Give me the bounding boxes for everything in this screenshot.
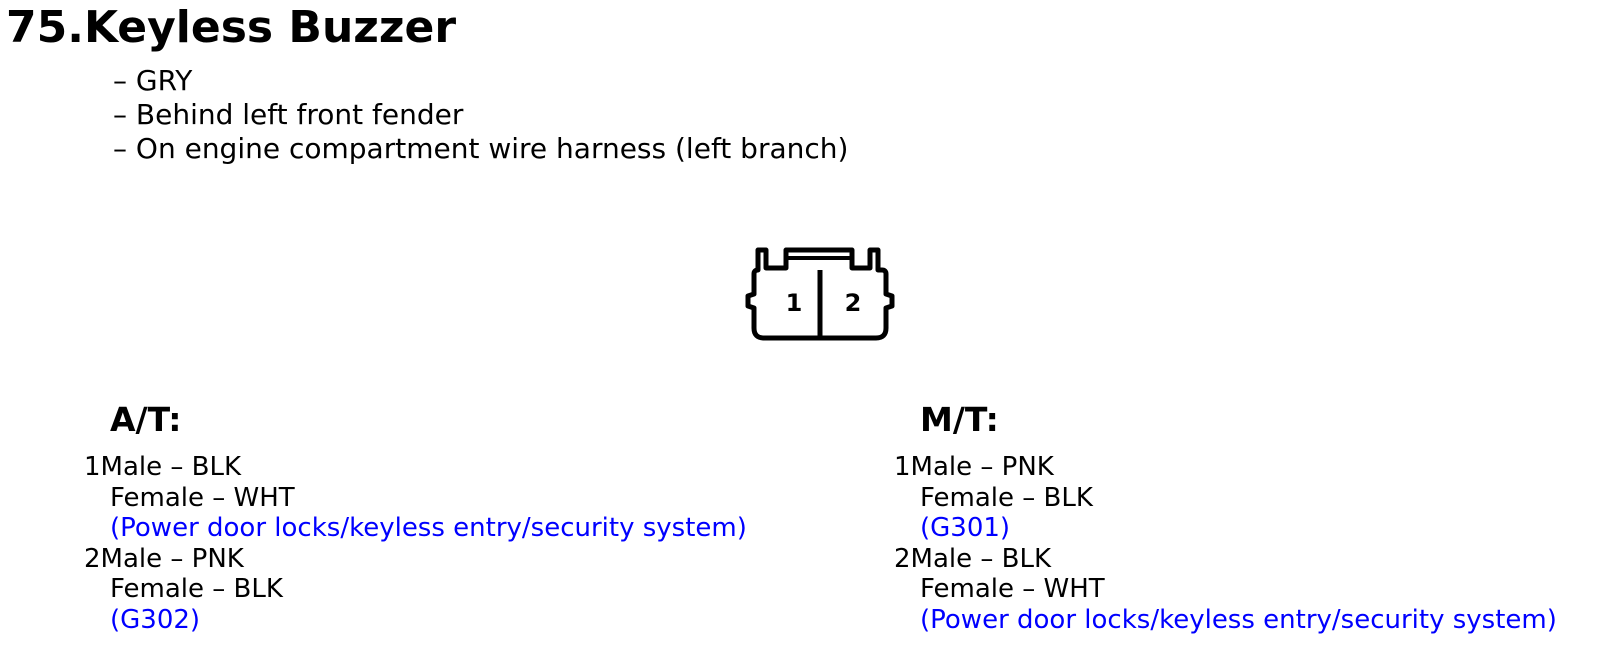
list-item: – Behind left front fender (113, 98, 464, 131)
pin-2-male: 2Male – BLK (894, 543, 1052, 574)
connector-diagram: 1 2 (745, 247, 895, 341)
pin-2-note-link[interactable]: (Power door locks/keyless entry/security… (920, 604, 1557, 635)
mt-section: M/T: 1Male – PNK Female – BLK (G301) 2Ma… (894, 400, 1557, 635)
location-list: – GRY – Behind left front fender – On en… (113, 64, 848, 166)
pin-2-female: Female – WHT (920, 574, 1105, 604)
pin-label-2: 2 (845, 289, 862, 317)
pin-1-note-link[interactable]: (G301) (920, 513, 1011, 543)
at-heading: A/T: (110, 400, 182, 439)
pin-1-female: Female – BLK (920, 482, 1093, 513)
pin-1-note-link[interactable]: (Power door locks/keyless entry/security… (110, 513, 747, 543)
pin-label-1: 1 (786, 289, 803, 317)
pin-1-female: Female – WHT (110, 482, 295, 513)
mt-heading: M/T: (920, 400, 999, 439)
pin-1-male: 1Male – BLK (84, 452, 242, 482)
list-item: – GRY (113, 64, 193, 97)
pin-2-note-link[interactable]: (G302) (110, 604, 201, 635)
list-item: – On engine compartment wire harness (le… (113, 132, 849, 165)
at-section: A/T: 1Male – BLK Female – WHT (Power doo… (84, 400, 747, 635)
pin-2-female: Female – BLK (110, 574, 283, 604)
pin-2-male: 2Male – PNK (84, 543, 244, 574)
page-title: 75.Keyless Buzzer (6, 2, 457, 53)
connector-outline (745, 247, 895, 341)
pin-1-male: 1Male – PNK (894, 452, 1054, 482)
